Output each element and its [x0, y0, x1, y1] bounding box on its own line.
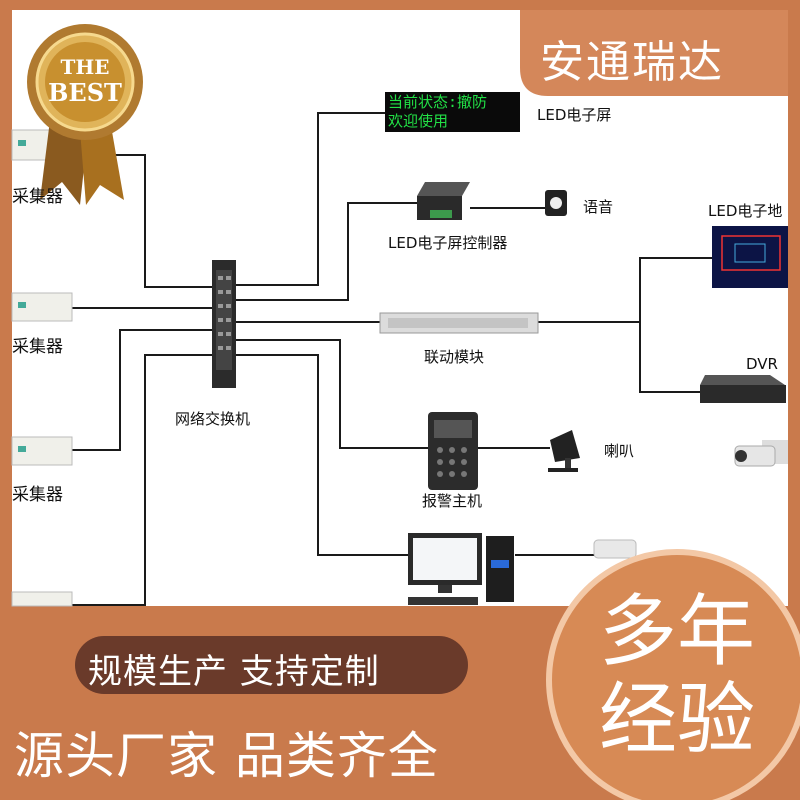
alarm-host-label: 报警主机 [422, 492, 483, 510]
collector-device-4 [11, 591, 73, 607]
horn-label: 喇叭 [604, 442, 635, 460]
tag-bg-1 [75, 636, 468, 694]
dvr-label: DVR [746, 355, 778, 373]
brand-banner-bg [520, 10, 788, 96]
led-line-1: 当前状态:撤防 [388, 93, 488, 111]
experience-text: 多年 经验 [577, 588, 777, 764]
collector-label-1: 采集器 [12, 187, 63, 207]
linkage-label: 联动模块 [424, 348, 485, 366]
led-screen-display: 当前状态:撤防 欢迎使用 [388, 93, 487, 131]
tag-scale-production: 规模生产 支持定制 [88, 652, 380, 692]
experience-line-2: 经验 [598, 675, 755, 765]
tag-source-factory: 源头厂家 品类齐全 [14, 727, 439, 785]
linkage-module-device [379, 312, 539, 334]
badge-line-2: BEST [48, 78, 122, 107]
connection-lines [70, 112, 712, 606]
led-controller-device [417, 182, 470, 220]
badge-line-1: THE [60, 55, 110, 79]
printer-device [593, 539, 637, 559]
map-label: LED电子地 [708, 202, 783, 220]
experience-circle-bg [546, 549, 800, 800]
voice-label: 语音 [583, 198, 614, 216]
alarm-host-device [428, 412, 478, 490]
collector-device-2 [11, 292, 73, 322]
collector-label-3: 采集器 [12, 485, 63, 505]
network-switch-device [212, 260, 236, 388]
badge-text: THE BEST [45, 54, 125, 106]
speaker-device [545, 190, 567, 216]
dvr-device [700, 375, 786, 403]
tag-bg-2 [0, 708, 525, 784]
collector-label-2: 采集器 [12, 337, 63, 357]
camera-device [734, 440, 788, 467]
led-screen-device [385, 92, 520, 132]
led-screen-label: LED电子屏 [537, 106, 612, 124]
computer-device [408, 533, 514, 605]
brand-title: 安通瑞达 [540, 37, 724, 88]
led-map-device [712, 226, 788, 288]
led-line-2: 欢迎使用 [388, 112, 449, 130]
controller-label: LED电子屏控制器 [388, 234, 508, 252]
experience-line-1: 多年 [598, 587, 755, 677]
best-badge-icon [27, 24, 143, 205]
switch-label: 网络交换机 [175, 410, 251, 428]
collector-device-3 [11, 436, 73, 466]
horn-device [548, 430, 580, 472]
